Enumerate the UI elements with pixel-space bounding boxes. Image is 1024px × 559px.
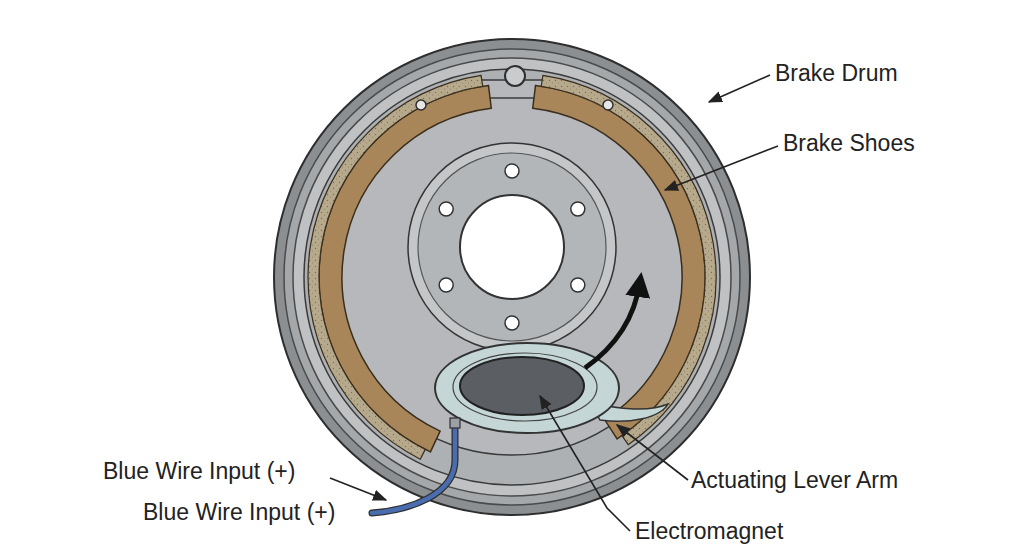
part-label: Blue Wire Input (+) xyxy=(143,499,335,525)
part-label: Brake Drum xyxy=(775,60,898,86)
lug-hole xyxy=(571,202,585,216)
wire-grommet xyxy=(450,418,460,428)
drum-inner xyxy=(304,69,720,485)
electromagnet-ring xyxy=(453,353,597,421)
lug-hole xyxy=(439,278,453,292)
anchor-pin xyxy=(505,66,525,86)
leader-line xyxy=(617,425,688,480)
lug-hole xyxy=(439,202,453,216)
part-label: Electromagnet xyxy=(635,518,783,544)
rotation-arrow xyxy=(585,282,640,368)
part-label: Actuating Lever Arm xyxy=(691,467,898,493)
electromagnet xyxy=(460,357,584,415)
hub-ring xyxy=(418,153,606,341)
leader-line xyxy=(709,75,770,102)
rivet xyxy=(603,100,613,110)
hub-bore xyxy=(460,195,564,299)
leader-line xyxy=(665,146,778,190)
leader-line xyxy=(330,478,386,500)
electromagnet-housing xyxy=(435,343,619,433)
brake-shoes xyxy=(308,75,716,459)
rivet xyxy=(416,100,426,110)
brake-drum xyxy=(274,39,750,515)
drum-rim xyxy=(284,49,740,505)
leader-line xyxy=(540,396,630,531)
lug-hole xyxy=(505,164,519,178)
part-label: Blue Wire Input (+) xyxy=(103,458,295,484)
lug-hole xyxy=(505,316,519,330)
hub-flange xyxy=(408,143,616,351)
drum-rim xyxy=(293,58,731,496)
lug-holes xyxy=(439,164,585,330)
lug-hole xyxy=(571,278,585,292)
part-label: Brake Shoes xyxy=(783,130,915,156)
